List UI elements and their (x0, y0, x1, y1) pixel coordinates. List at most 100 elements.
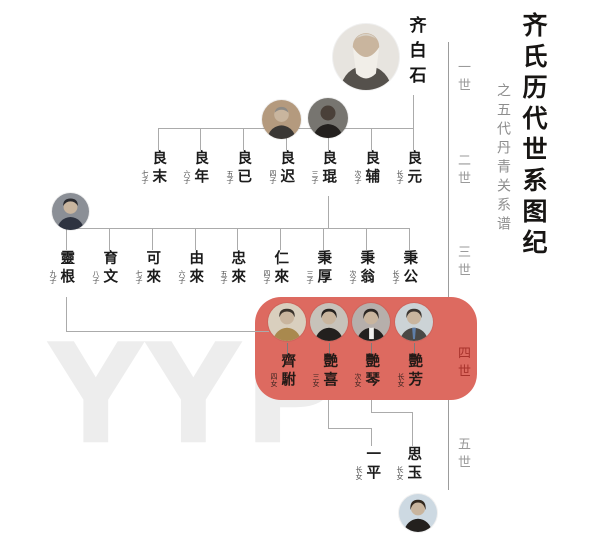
member-rank: 四女 (270, 373, 278, 387)
member-name: 良琨 (320, 150, 338, 187)
tick-line (329, 343, 330, 354)
tick-line (200, 128, 201, 150)
member-name: 艷琴 (363, 353, 381, 390)
member-name: 忠來 (229, 250, 247, 287)
member-rank: 次女 (354, 373, 362, 387)
tick-line (280, 228, 281, 250)
member-rank: 长女 (397, 373, 405, 387)
portrait-liangchi (262, 100, 301, 139)
member-name: 良末 (150, 150, 168, 187)
tick-line (109, 228, 110, 250)
tick-line (414, 343, 415, 354)
member-gen2-3: 五子良已 (225, 150, 261, 187)
generation-label-5: 五世 (455, 437, 470, 473)
member-rank: 三子 (306, 270, 314, 284)
member-name: 良元 (405, 150, 423, 187)
connector-line (66, 331, 256, 332)
member-rank: 七子 (135, 270, 143, 284)
member-name: 由來 (187, 250, 205, 287)
tick-line (409, 228, 410, 250)
connector-line (412, 412, 413, 446)
member-name: 良迟 (278, 150, 296, 187)
member-gen4-4: 长女艷芳 (396, 353, 432, 390)
member-name: 齐白石 (405, 16, 426, 91)
portrait-liangkun (308, 98, 348, 138)
tick-line (287, 343, 288, 354)
member-rank: 三子 (311, 170, 319, 184)
member-name: 秉翁 (358, 250, 376, 287)
member-gen5-1: 长女一平 (354, 446, 390, 483)
connector-line (255, 331, 269, 332)
member-gen3-5: 五子忠來 (219, 250, 255, 287)
connector-line (66, 297, 67, 332)
member-rank: 四子 (269, 170, 277, 184)
connector-line (328, 397, 329, 429)
member-name: 靈根 (58, 250, 76, 287)
member-name: 良年 (192, 150, 210, 187)
member-gen3-1: 九子靈根 (48, 250, 84, 287)
member-rank: 九子 (49, 270, 57, 284)
member-gen3-6: 四子仁來 (262, 250, 298, 287)
member-gen2-6: 次子良辅 (353, 150, 389, 187)
member-gen2-2: 六子良年 (182, 150, 218, 187)
member-name: 秉厚 (315, 250, 333, 287)
member-gen2-4: 四子良迟 (268, 150, 304, 187)
tick-line (243, 128, 244, 150)
portrait-yanxi (310, 303, 348, 341)
member-name: 仁來 (272, 250, 290, 287)
member-rank: 八子 (92, 270, 100, 284)
chart-subtitle: 之五代丹青关系谱 (495, 83, 511, 235)
member-gen3-8: 次子秉翁 (348, 250, 384, 287)
tick-line (371, 343, 372, 354)
portrait-yanqin (352, 303, 390, 341)
member-gen3-2: 八子育文 (91, 250, 127, 287)
member-gen4-1: 四女齊駙 (269, 353, 305, 390)
portrait-linggen (52, 193, 89, 230)
tick-line (195, 228, 196, 250)
member-rank: 三女 (312, 373, 320, 387)
tick-line (328, 128, 329, 150)
member-name: 可來 (144, 250, 162, 287)
member-name: 齊駙 (279, 353, 297, 390)
connector-line (328, 428, 372, 429)
member-rank: 长子 (392, 270, 400, 284)
member-name: 良辅 (363, 150, 381, 187)
member-rank: 长子 (396, 170, 404, 184)
member-gen4-3: 次女艷琴 (353, 353, 389, 390)
connector-line (371, 397, 372, 413)
tick-line (152, 228, 153, 250)
portrait-siyu (399, 494, 437, 532)
member-name: 艷芳 (406, 353, 424, 390)
member-root: 齐白石 (398, 16, 432, 91)
tick-line (413, 128, 414, 150)
generation-divider-line (448, 42, 449, 490)
generation-label-4: 四世 (455, 346, 470, 382)
member-gen4-2: 三女艷喜 (311, 353, 347, 390)
member-gen2-5: 三子良琨 (310, 150, 346, 187)
member-name: 一平 (364, 446, 382, 483)
tick-line (66, 228, 67, 250)
member-rank: 六子 (183, 170, 191, 184)
generation-label-3: 三世 (455, 245, 470, 281)
member-gen3-3: 七子可來 (134, 250, 170, 287)
member-name: 思玉 (405, 446, 423, 483)
tick-line (323, 228, 324, 250)
member-gen3-4: 六子由來 (177, 250, 213, 287)
member-rank: 四子 (263, 270, 271, 284)
generation-label-2: 二世 (455, 153, 470, 189)
member-name: 艷喜 (321, 353, 339, 390)
connector-line (371, 412, 413, 413)
portrait-qifu (268, 303, 306, 341)
member-rank: 七子 (141, 170, 149, 184)
chart-title: 齐氏历代世系图纪 (519, 12, 548, 260)
connector-line (413, 95, 414, 129)
member-gen3-7: 三子秉厚 (305, 250, 341, 287)
member-rank: 五子 (226, 170, 234, 184)
portrait-qibaishi (333, 24, 399, 90)
member-gen2-1: 七子良末 (140, 150, 176, 187)
tick-line (158, 128, 159, 150)
tick-line (366, 228, 367, 250)
member-rank: 长女 (355, 466, 363, 480)
tick-line (286, 128, 287, 150)
